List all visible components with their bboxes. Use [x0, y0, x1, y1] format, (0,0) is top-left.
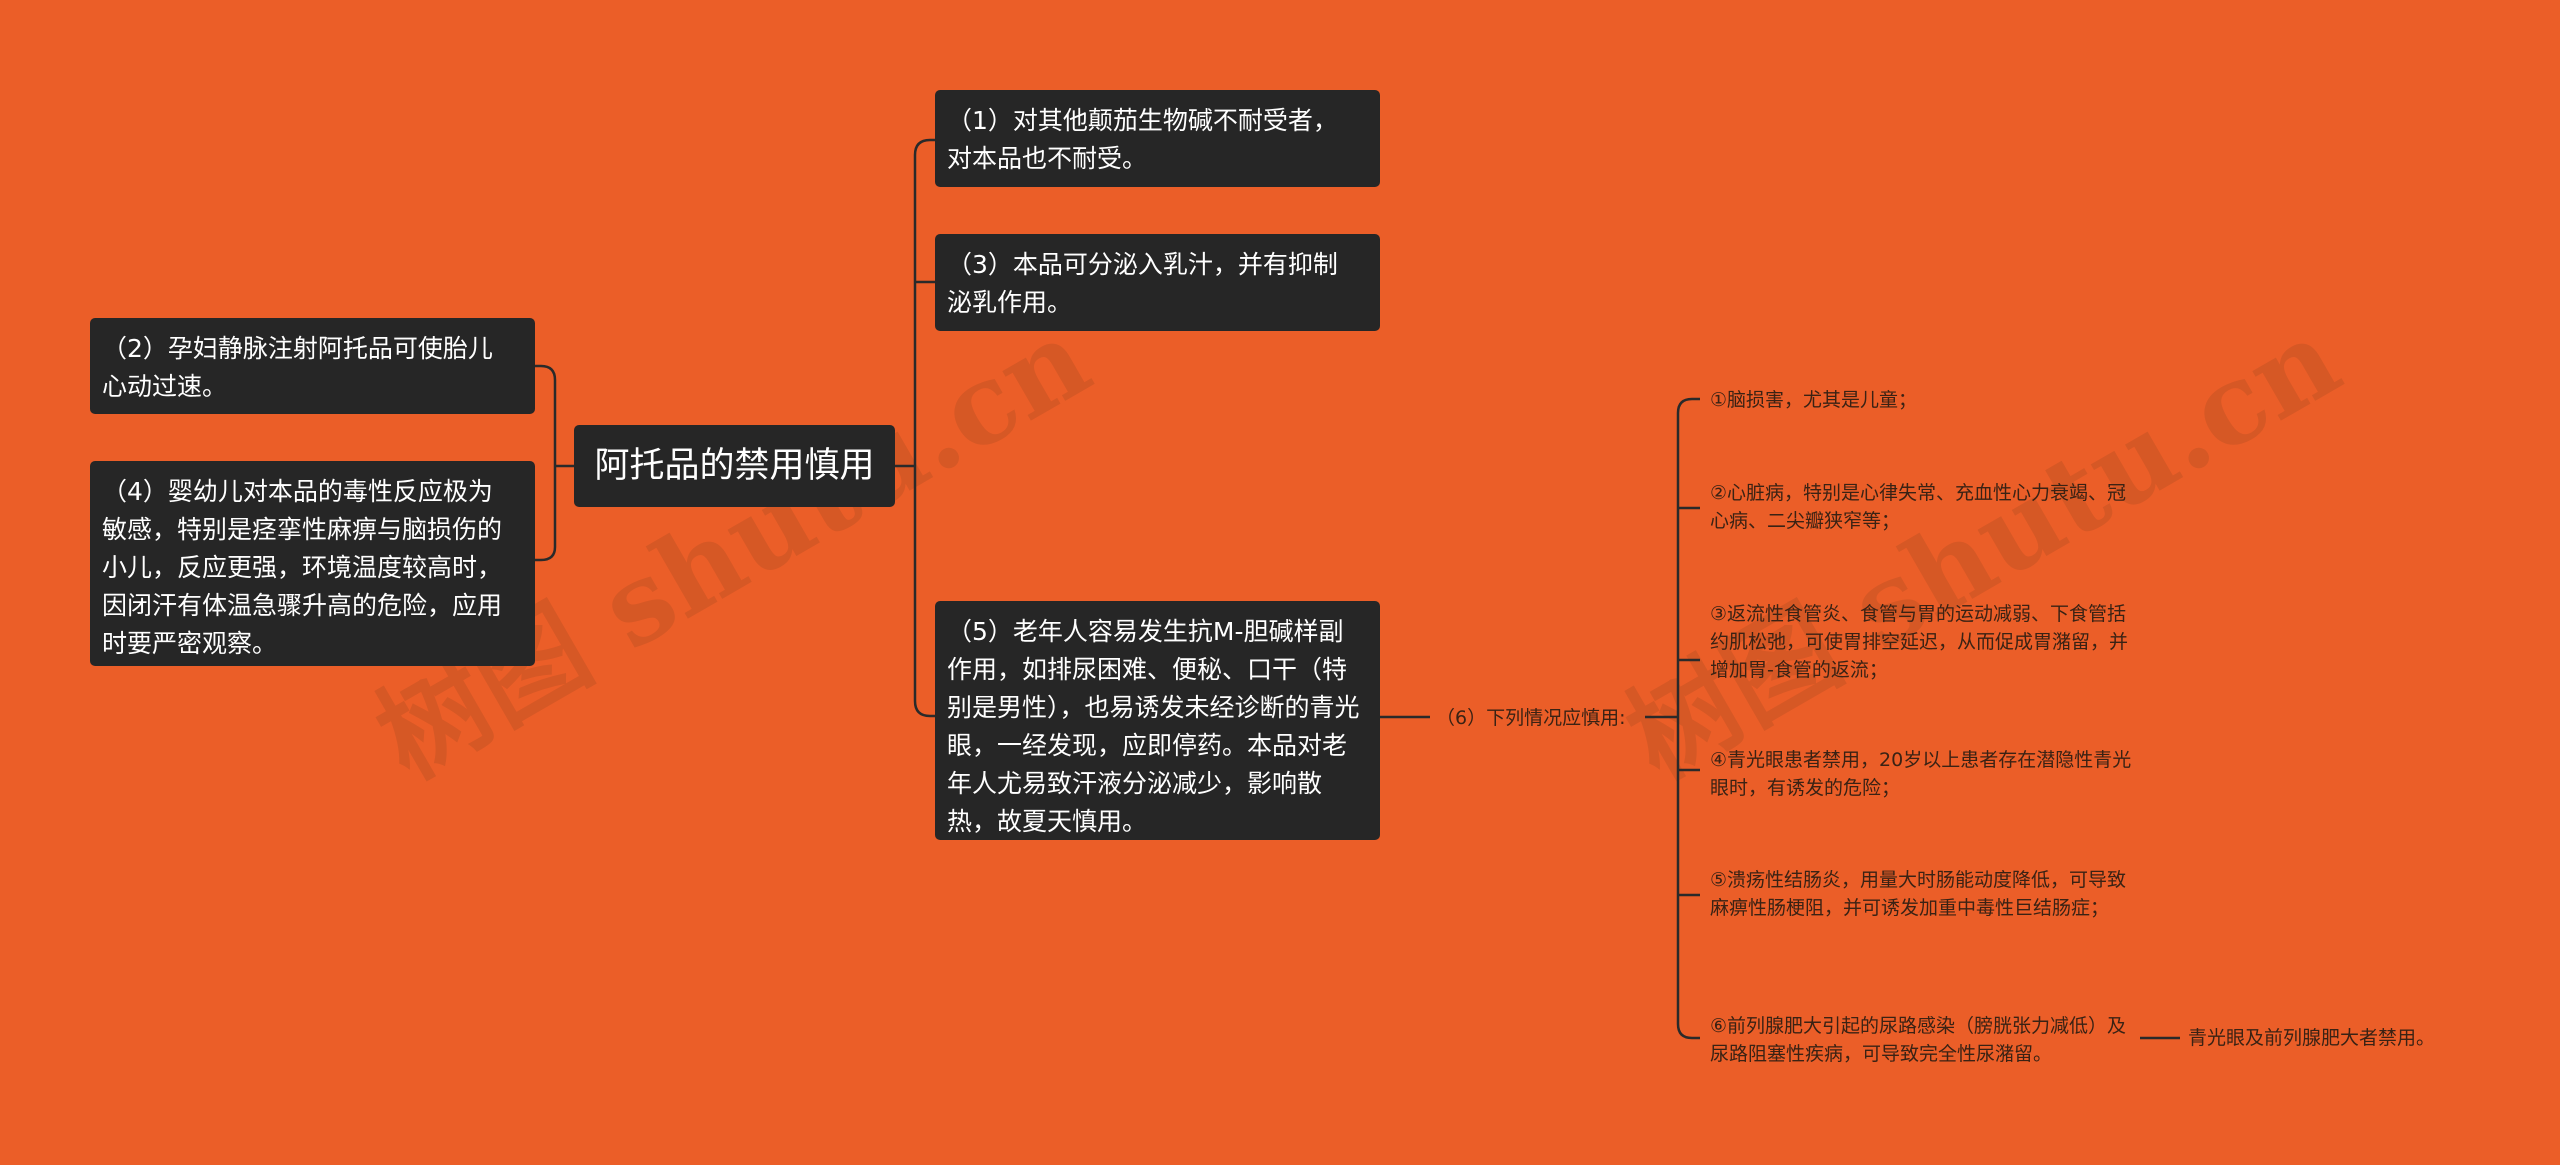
- root-node[interactable]: 阿托品的禁用慎用: [574, 425, 895, 507]
- sub-item-4[interactable]: ④青光眼患者禁用，20岁以上患者存在潜隐性青光眼时，有诱发的危险；: [1710, 749, 2132, 799]
- sub-item-3[interactable]: ③返流性食管炎、食管与胃的运动减弱、下食管括约肌松弛，可使胃排空延迟，从而促成胃…: [1710, 603, 2129, 681]
- right-node-3[interactable]: （3）本品可分泌入乳汁，并有抑制泌乳作用。: [935, 234, 1380, 331]
- left-node-2[interactable]: （2）孕妇静脉注射阿托品可使胎儿心动过速。: [90, 318, 535, 414]
- sub-item-5[interactable]: ⑤溃疡性结肠炎，用量大时肠能动度降低，可导致麻痹性肠梗阻，并可诱发加重中毒性巨结…: [1710, 869, 2127, 919]
- sub-item-6[interactable]: ⑥前列腺肥大引起的尿路感染（膀胱张力减低）及尿路阻塞性疾病，可导致完全性尿潴留。: [1710, 1015, 2127, 1065]
- sub-item-2[interactable]: ②心脏病，特别是心律失常、充血性心力衰竭、冠心病、二尖瓣狭窄等；: [1710, 482, 2127, 532]
- branch-6-label[interactable]: （6）下列情况应慎用:: [1436, 707, 1626, 729]
- right-node-5[interactable]: （5）老年人容易发生抗M-胆碱样副作用，如排尿困难、便秘、口干（特别是男性），也…: [935, 601, 1380, 840]
- right-node-1[interactable]: （1）对其他颠茄生物碱不耐受者，对本品也不耐受。: [935, 90, 1380, 187]
- sub-item-6-child[interactable]: 青光眼及前列腺肥大者禁用。: [2188, 1027, 2436, 1049]
- sub-item-1[interactable]: ①脑损害，尤其是儿童；: [1710, 389, 1918, 411]
- left-node-4[interactable]: （4）婴幼儿对本品的毒性反应极为敏感，特别是痉挛性麻痹与脑损伤的小儿，反应更强，…: [90, 461, 535, 666]
